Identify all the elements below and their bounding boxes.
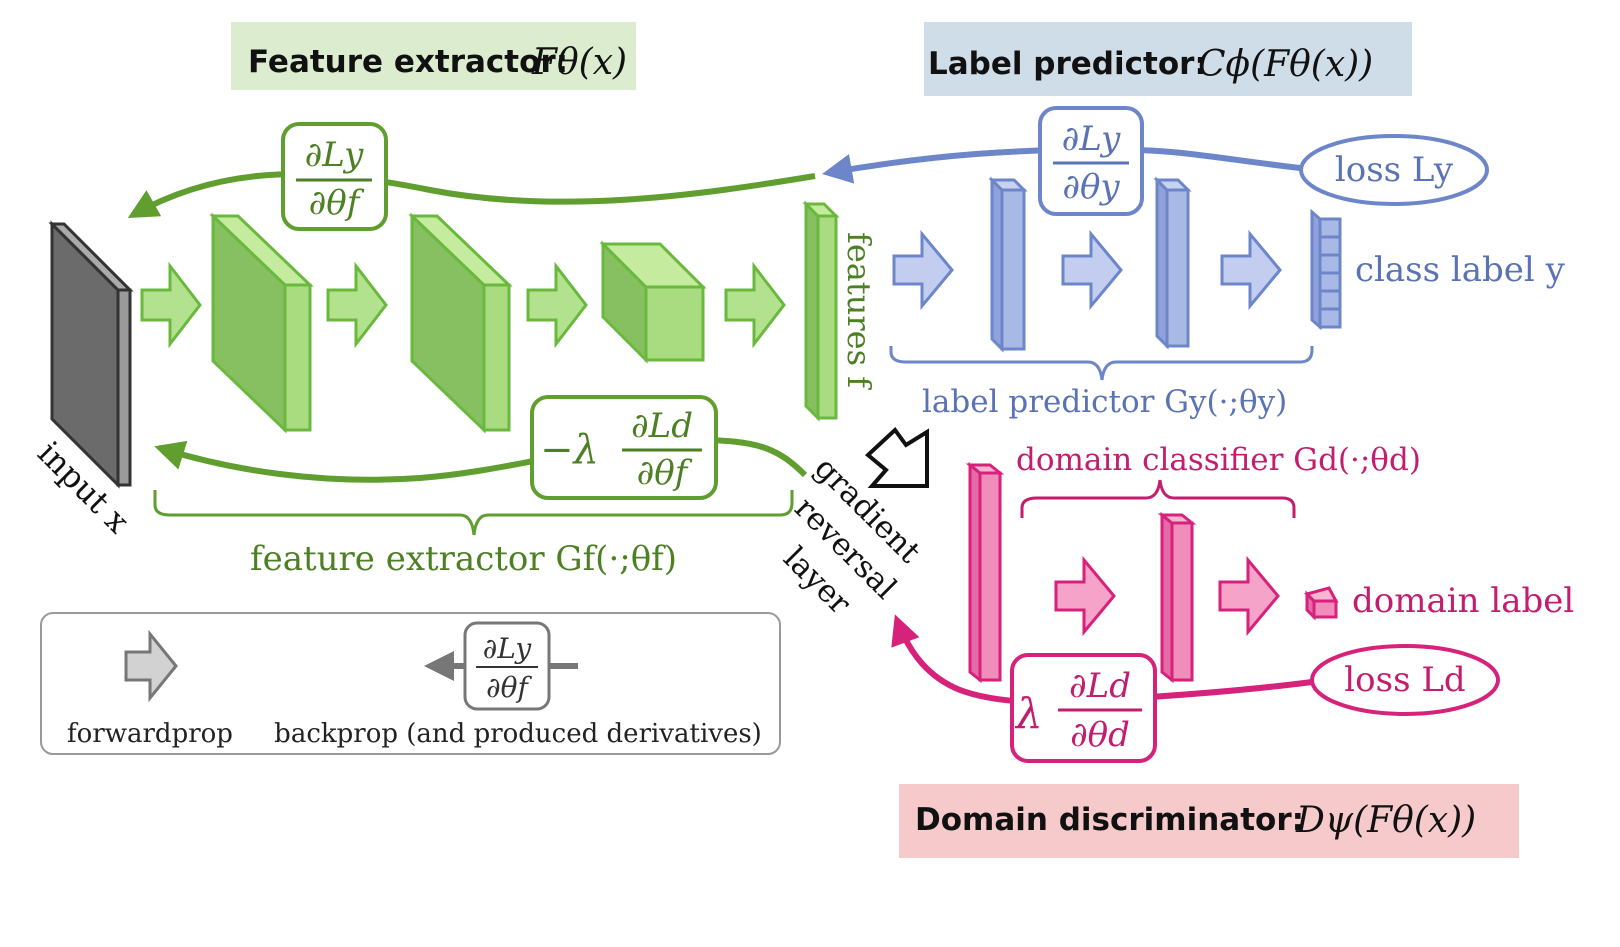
- dc-arrow-2: [1218, 555, 1280, 637]
- fe-brace: [153, 490, 794, 536]
- lp-brace: [889, 346, 1314, 381]
- fe-bottom-backprop-arrow: [154, 436, 808, 483]
- lp-gradient-box: ∂Ly ∂θy: [1038, 106, 1144, 216]
- class-output-vector: [1310, 208, 1342, 331]
- svg-text:−λ: −λ: [540, 427, 599, 473]
- features-bar: [802, 200, 840, 422]
- input-slab: [48, 220, 134, 489]
- svg-text:Feature extractor:: Feature extractor:: [248, 44, 568, 80]
- svg-text:∂Ld: ∂Ld: [631, 406, 693, 446]
- fe-brace-label: feature extractor Gf(·;θf): [250, 539, 677, 579]
- legend-backward-label: backprop (and produced derivatives): [274, 719, 762, 749]
- lp-layer-2: [1153, 176, 1192, 350]
- domain-discriminator-header-label: Domain discriminator: [915, 802, 1292, 838]
- domain-discriminator-header-math: Dψ(Fθ(x)): [1295, 800, 1476, 841]
- loss-y-ellipse: loss Ly: [1299, 134, 1489, 206]
- legend-box: forwardprop ∂Ly ∂θf backprop (and produc…: [40, 612, 781, 755]
- dc-layer-2: [1157, 511, 1197, 684]
- loss-d-label: loss Ld: [1344, 660, 1465, 700]
- lp-arrow-1: [892, 229, 954, 311]
- loss-y-label: loss Ly: [1335, 150, 1454, 190]
- dc-brace-label: domain classifier Gd(·;θd): [1016, 442, 1421, 478]
- fe-block-1: [209, 212, 314, 434]
- domain-output-cube: [1304, 586, 1339, 621]
- dc-layer-1: [965, 461, 1005, 684]
- svg-text:∂θf: ∂θf: [486, 671, 532, 704]
- svg-text:Label predictor:: Label predictor:: [928, 46, 1207, 82]
- fe-top-backprop-arrow: [127, 171, 816, 218]
- svg-text:∂θf: ∂θf: [309, 183, 365, 223]
- svg-text:∂θf: ∂θf: [637, 453, 693, 493]
- feature-extractor-header-label: Feature extractor: [248, 44, 556, 80]
- class-label: class label y: [1355, 250, 1566, 290]
- svg-text:∂Ly: ∂Ly: [483, 632, 533, 665]
- lp-arrow-2: [1061, 229, 1123, 311]
- forwardprop-icon: [124, 629, 178, 703]
- domain-discriminator-header: Domain discriminator: Dψ(Fθ(x)): [899, 784, 1519, 858]
- features-label: features f: [840, 232, 878, 390]
- fe-top-gradient-box: ∂Ly ∂θf: [281, 122, 388, 231]
- dc-gradient-box: λ ∂Ld ∂θd: [1010, 653, 1157, 763]
- domain-label: domain label: [1352, 581, 1574, 621]
- fe-arrow-3: [526, 261, 588, 349]
- label-predictor-header-label: Label predictor: [928, 46, 1195, 82]
- svg-text:∂θy: ∂θy: [1062, 167, 1120, 207]
- label-predictor-header-math: Cϕ(Fθ(x)): [1198, 44, 1373, 85]
- lp-arrow-3: [1220, 229, 1282, 311]
- lp-brace-label: label predictor Gy(·;θy): [922, 384, 1287, 420]
- lp-layer-1: [988, 176, 1028, 353]
- svg-text:λ: λ: [1014, 689, 1043, 738]
- fe-bottom-gradient-box: −λ ∂Ld ∂θf: [530, 395, 718, 500]
- svg-text:∂Ly: ∂Ly: [1062, 119, 1122, 159]
- legend-forward-label: forwardprop: [67, 719, 233, 749]
- svg-text:∂Ld: ∂Ld: [1069, 666, 1131, 706]
- svg-text:∂Ly: ∂Ly: [305, 135, 365, 175]
- dc-arrow-1: [1054, 555, 1116, 637]
- fe-block-3: [599, 240, 707, 364]
- grl-arrow: [864, 427, 929, 488]
- loss-d-ellipse: loss Ld: [1310, 644, 1500, 716]
- svg-text:∂θd: ∂θd: [1070, 715, 1130, 755]
- backprop-icon: ∂Ly ∂θf: [424, 621, 578, 711]
- label-predictor-header: Label predictor: Cϕ(Fθ(x)): [924, 22, 1412, 96]
- svg-text:Domain discriminator:: Domain discriminator:: [915, 802, 1304, 838]
- feature-extractor-header-math: Fθ(x): [531, 42, 627, 83]
- fe-block-2: [408, 212, 513, 434]
- fe-arrow-4: [724, 261, 786, 349]
- fe-arrow-1: [140, 261, 202, 349]
- feature-extractor-header: Feature extractor: Fθ(x): [231, 22, 636, 90]
- dc-brace: [1020, 479, 1296, 518]
- fe-arrow-2: [326, 261, 388, 349]
